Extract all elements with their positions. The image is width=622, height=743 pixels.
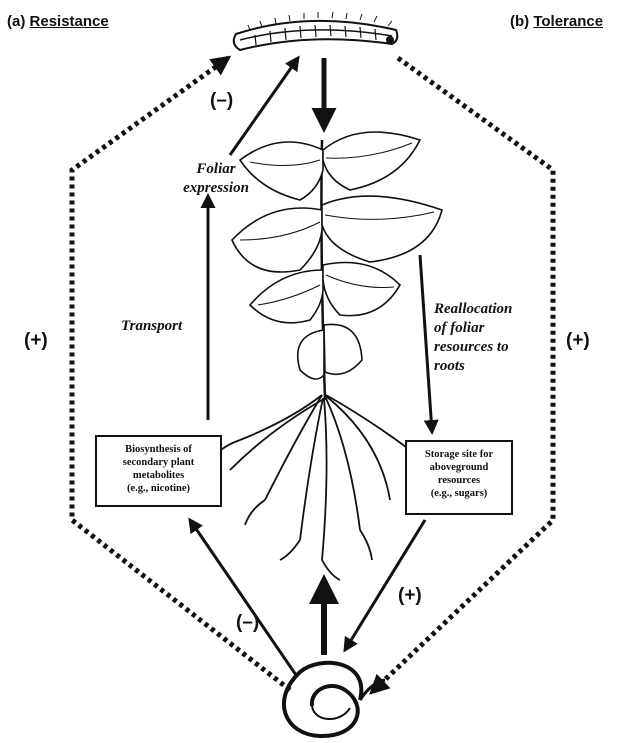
reallocation-line-3: resources to bbox=[434, 338, 564, 357]
resistance-title: Resistance bbox=[30, 13, 109, 30]
foliar-expression-line-2: expression bbox=[178, 179, 254, 198]
resistance-header: (a) Resistance bbox=[7, 13, 109, 30]
foliar-expression-line-1: Foliar bbox=[178, 160, 254, 179]
sign-bottom-plus: (+) bbox=[398, 585, 422, 607]
sign-bottom-minus: (–) bbox=[236, 612, 259, 634]
arrow-reallocation-down bbox=[420, 255, 432, 432]
nematode-illustration bbox=[284, 663, 385, 736]
foliar-expression-label: Foliar expression bbox=[178, 160, 254, 198]
reallocation-label: Reallocation of foliar resources to root… bbox=[434, 300, 564, 376]
transport-label: Transport bbox=[121, 317, 182, 336]
reallocation-line-1: Reallocation bbox=[434, 300, 564, 319]
storage-line-2: aboveground bbox=[411, 461, 507, 474]
storage-line-1: Storage site for bbox=[411, 448, 507, 461]
biosynthesis-line-4: (e.g., nicotine) bbox=[101, 482, 216, 495]
reallocation-line-2: of foliar bbox=[434, 319, 564, 338]
tolerance-panel-label: (b) bbox=[510, 13, 529, 30]
tolerance-header: (b) Tolerance bbox=[510, 13, 603, 30]
resistance-panel-label: (a) bbox=[7, 13, 25, 30]
biosynthesis-box: Biosynthesis of secondary plant metaboli… bbox=[95, 435, 222, 507]
biosynthesis-line-3: metabolites bbox=[101, 469, 216, 482]
sign-right-plus: (+) bbox=[566, 330, 590, 352]
biosynthesis-line-1: Biosynthesis of bbox=[101, 443, 216, 456]
storage-line-3: resources bbox=[411, 474, 507, 487]
storage-box: Storage site for aboveground resources (… bbox=[405, 440, 513, 515]
arrow-foliar-to-herbivore bbox=[230, 58, 298, 155]
caterpillar-illustration bbox=[234, 12, 398, 50]
biosynthesis-line-2: secondary plant bbox=[101, 456, 216, 469]
storage-line-4: (e.g., sugars) bbox=[411, 487, 507, 500]
sign-top-minus: (–) bbox=[210, 90, 233, 112]
reallocation-line-4: roots bbox=[434, 357, 564, 376]
arrow-induced-biosynthesis bbox=[190, 520, 296, 675]
sign-left-plus: (+) bbox=[24, 330, 48, 352]
tolerance-title: Tolerance bbox=[533, 13, 603, 30]
